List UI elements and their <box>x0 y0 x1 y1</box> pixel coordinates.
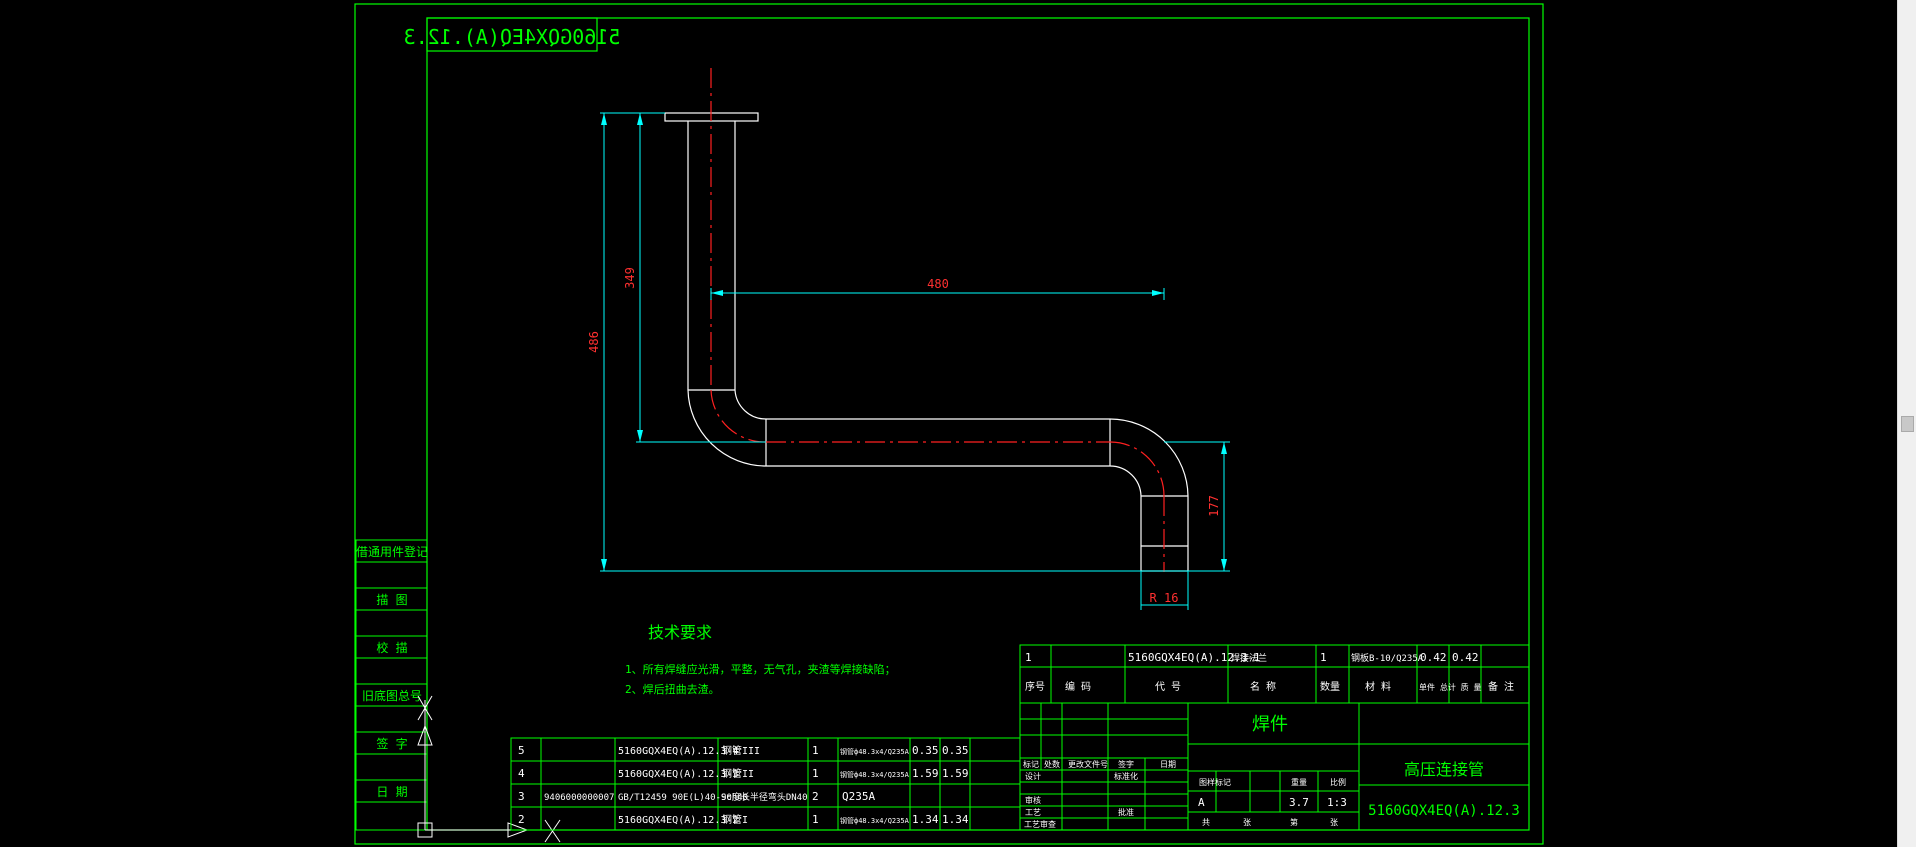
scale-value: 1:3 <box>1327 796 1347 809</box>
tech-req-title: 技术要求 <box>648 623 712 642</box>
lower-row2-material: 钢管ф48.3x4/Q235A <box>840 816 910 825</box>
side-label-2: 描 图 <box>376 593 407 607</box>
lower-row2-no: 2 <box>518 813 525 826</box>
drawing-frame <box>354 3 1544 845</box>
stage-header-mark: 图样标记 <box>1199 777 1231 787</box>
lower-row3-material: Q235A <box>842 790 875 803</box>
lower-row5-material: 钢管ф48.3x4/Q235A <box>840 747 910 756</box>
part-row1-unit-weight: 0.42 <box>1420 651 1447 664</box>
dim-upper-height: 349 <box>623 267 637 289</box>
sheet-total-unit: 张 <box>1243 818 1251 827</box>
lower-row4-no: 4 <box>518 767 525 780</box>
lower-row2-qty: 1 <box>812 813 819 826</box>
dim-horizontal: 480 <box>927 277 949 291</box>
rev-header-sign: 签字 <box>1118 759 1134 769</box>
dim-bend-radius: R 16 <box>1150 591 1179 605</box>
sheet-no-label: 第 <box>1290 817 1298 827</box>
header-name: 名 称 <box>1250 680 1276 693</box>
lower-row3-standard: GB/T12459 90E(L)40-Sch40 <box>618 793 748 803</box>
title-block <box>510 644 1530 831</box>
outer-border <box>354 3 1544 845</box>
sig-label-process: 工艺 <box>1025 808 1041 817</box>
header-code: 编 码 <box>1065 680 1091 693</box>
lower-row5-name: 钢管III <box>722 744 760 757</box>
lower-row5-unit: 0.35 <box>912 744 939 757</box>
inner-border <box>426 17 1530 831</box>
tech-req-item-1: 1、所有焊缝应光滑，平整，无气孔，夹渣等焊接缺陷； <box>625 662 896 676</box>
side-label-1: 借通用件登记 <box>356 544 428 559</box>
part-name: 高压连接管 <box>1404 760 1484 779</box>
lower-row2-name: 钢管I <box>722 813 748 826</box>
part-row1-qty: 1 <box>1320 651 1327 664</box>
lower-row5-qty: 1 <box>812 744 819 757</box>
dimension-lines <box>600 112 1230 610</box>
rev-header-date: 日期 <box>1160 760 1176 769</box>
stage-mark-value: A <box>1198 796 1205 809</box>
stage-header-scale: 比例 <box>1330 777 1346 787</box>
dimension-arrows <box>601 113 1227 571</box>
rev-header-mark: 标记 <box>1023 759 1039 769</box>
center-lines <box>710 68 1165 572</box>
sig-label-standard: 标准化 <box>1114 771 1138 781</box>
lower-row4-unit: 1.59 <box>912 767 939 780</box>
tech-req-item-2: 2、焊后扭曲去渣。 <box>625 682 720 696</box>
header-remark: 备 注 <box>1488 680 1514 693</box>
lower-row4-qty: 1 <box>812 767 819 780</box>
drawing-code: 5160GQX4EQ(A).12.3 <box>1368 803 1520 819</box>
mirrored-code-box <box>426 17 598 52</box>
part-row1-no: 1 <box>1025 651 1032 664</box>
part-row1-material: 钢板B-10/Q235A <box>1351 652 1424 664</box>
sig-label-review: 审核 <box>1025 795 1041 805</box>
side-label-5: 签 字 <box>376 736 407 751</box>
side-label-column <box>355 539 428 831</box>
sheet-total-label: 共 <box>1202 818 1210 827</box>
header-qty: 数量 <box>1320 680 1340 693</box>
lower-row5-total: 0.35 <box>942 744 969 757</box>
sig-label-process-review: 工艺审查 <box>1024 819 1056 829</box>
vertical-scrollbar[interactable] <box>1897 0 1916 847</box>
side-label-4: 旧底图总号 <box>362 688 422 703</box>
header-mass: 单件 总计 质 量 <box>1419 682 1481 692</box>
header-drawing-no: 代 号 <box>1155 681 1181 693</box>
part-row1-name: 焊接法兰 <box>1231 652 1267 664</box>
dim-total-height: 486 <box>587 331 601 353</box>
ucs-axis-icon <box>417 695 561 843</box>
lower-row2-total: 1.34 <box>942 813 969 826</box>
header-seq: 序号 <box>1025 680 1045 693</box>
lower-row4-code: 5160GQX4EQ(A).12.3-3 <box>618 769 738 780</box>
lower-row3-name: 90度长半径弯头DN40 <box>721 791 808 803</box>
lower-row2-code: 5160GQX4EQ(A).12.3-2 <box>618 815 738 826</box>
lower-row3-qty: 2 <box>812 790 819 803</box>
side-label-3: 校 描 <box>376 640 407 655</box>
lower-row5-no: 5 <box>518 744 525 757</box>
lower-row5-code: 5160GQX4EQ(A).12.3-4 <box>618 746 738 757</box>
pipe-geometry <box>664 112 1189 572</box>
rev-header-count: 处数 <box>1044 759 1060 769</box>
process-label: 焊件 <box>1252 714 1288 735</box>
side-label-6: 日 期 <box>376 785 407 799</box>
stage-header-weight: 重量 <box>1291 777 1307 787</box>
dim-lower-height: 177 <box>1207 495 1221 517</box>
weight-value: 3.7 <box>1289 796 1309 809</box>
scrollbar-thumb[interactable] <box>1901 416 1914 432</box>
lower-row4-material: 钢管ф48.3x4/Q235A <box>840 770 910 779</box>
lower-row4-name: 钢管II <box>722 767 754 780</box>
lower-row3-code: 9406000000007 <box>544 793 614 803</box>
sig-label-approve: 批准 <box>1118 807 1134 817</box>
rev-header-doc: 更改文件号 <box>1068 759 1108 769</box>
lower-row4-total: 1.59 <box>942 767 969 780</box>
part-row1-code: 5160GQX4EQ(A).12.3-1 <box>1128 651 1260 664</box>
header-material: 材 料 <box>1365 680 1391 693</box>
part-row1-total-weight: 0.42 <box>1452 651 1479 664</box>
sheet-no-unit: 张 <box>1330 818 1338 827</box>
mirrored-drawing-code: 5160GQX4EQ(A).12.3 <box>404 25 621 49</box>
sig-label-design: 设计 <box>1025 771 1041 781</box>
lower-row2-unit: 1.34 <box>912 813 939 826</box>
lower-row3-no: 3 <box>518 790 525 803</box>
